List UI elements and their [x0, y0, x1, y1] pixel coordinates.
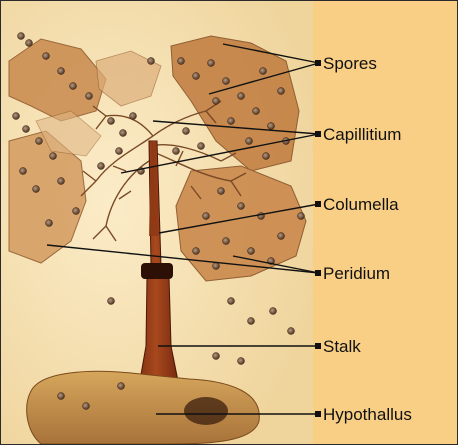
label-hypothallus: Hypothallus — [323, 405, 412, 424]
label-stalk: Stalk — [323, 337, 361, 356]
label-capillitium: Capillitium — [323, 125, 401, 144]
hypothallus-dark-patch — [184, 397, 228, 425]
label-columella: Columella — [323, 195, 399, 214]
label-spores: Spores — [323, 54, 377, 73]
label-peridium: Peridium — [323, 264, 390, 283]
stalk-collar — [141, 263, 173, 279]
